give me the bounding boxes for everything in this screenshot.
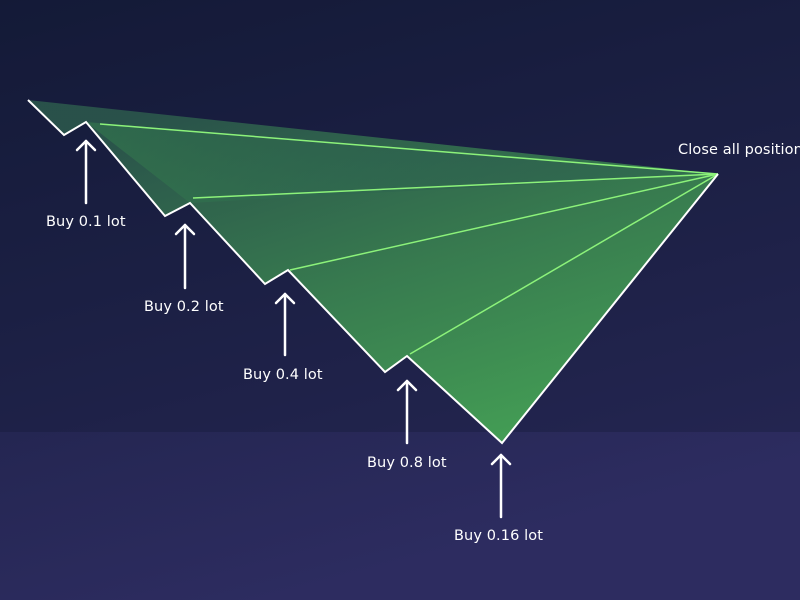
close-line-4 <box>409 173 719 355</box>
close-all-positions-label: Close all positions <box>678 142 800 158</box>
buy-label-1: Buy 0.1 lot <box>46 214 126 230</box>
buy-label-3: Buy 0.4 lot <box>243 367 323 383</box>
close-line-2 <box>192 173 719 199</box>
buy-label-2: Buy 0.2 lot <box>144 299 224 315</box>
arrow-icon <box>490 453 512 519</box>
price-line <box>27 99 719 445</box>
arrow-icon <box>75 139 97 205</box>
buy-label-4: Buy 0.8 lot <box>367 455 447 471</box>
arrow-icon <box>274 292 296 357</box>
arrow-icon <box>174 223 196 290</box>
close-line-1 <box>99 123 719 175</box>
profit-area-highlight <box>86 122 718 203</box>
buy-label-5: Buy 0.16 lot <box>454 528 544 544</box>
arrow-icon <box>396 379 418 445</box>
close-line-3 <box>289 173 719 271</box>
